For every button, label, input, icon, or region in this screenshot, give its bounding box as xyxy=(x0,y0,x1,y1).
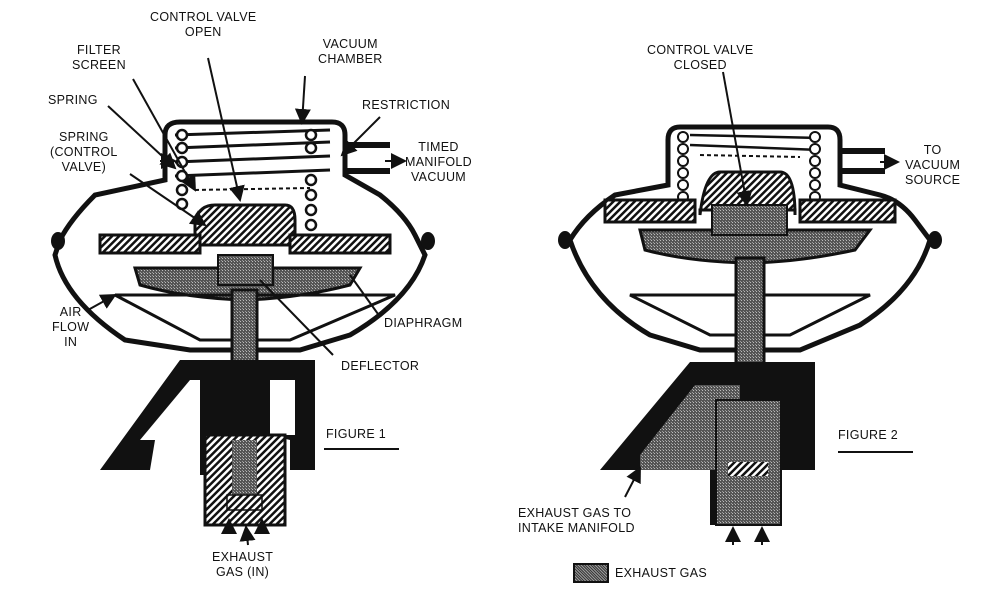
upper-plate-right xyxy=(288,233,392,255)
figure-2-underline xyxy=(838,451,913,453)
valve-pintle xyxy=(226,494,263,511)
label-control-valve-closed: CONTROL VALVE CLOSED xyxy=(647,43,754,72)
figure-1-title: FIGURE 1 xyxy=(326,427,387,441)
label-deflector: DEFLECTOR xyxy=(341,359,420,373)
label-exhaust-gas-to-intake: EXHAUST GAS TO INTAKE MANIFOLD xyxy=(518,506,635,535)
upper-plate-left xyxy=(603,198,697,224)
housing-outline xyxy=(567,124,933,353)
label-filter-screen: FILTER SCREEN xyxy=(72,43,126,72)
label-spring: SPRING xyxy=(48,93,98,107)
figure-1-underline xyxy=(324,448,399,450)
seat-passage xyxy=(232,440,257,495)
label-restriction: RESTRICTION xyxy=(362,98,451,112)
label-spring-control-valve: SPRING (CONTROL VALVE) xyxy=(50,130,118,174)
valve-pintle xyxy=(728,462,768,476)
flange-knob-left xyxy=(51,232,65,250)
base-cavity-right xyxy=(270,380,295,435)
lower-cone xyxy=(629,293,871,337)
figure-1-drawing xyxy=(51,57,435,546)
label-air-flow-in: AIR FLOW IN xyxy=(52,305,90,349)
upper-plate-right xyxy=(798,198,897,224)
figure-2-drawing xyxy=(558,71,942,545)
diaphragm-hub xyxy=(217,254,274,286)
main-spring xyxy=(174,128,331,178)
legend-label: EXHAUST GAS xyxy=(615,566,707,580)
control-valve-body xyxy=(193,203,297,247)
filter-screen xyxy=(194,187,311,191)
label-exhaust-gas-in: EXHAUST GAS (IN) xyxy=(212,550,274,579)
label-diaphragm: DIAPHRAGM xyxy=(384,316,463,330)
label-control-valve-open: CONTROL VALVE OPEN xyxy=(150,10,257,39)
main-spring xyxy=(689,133,821,152)
exhaust-in-arrow xyxy=(239,525,256,546)
base-cavity xyxy=(140,380,200,440)
label-timed-manifold-vacuum: TIMED MANIFOLD VACUUM xyxy=(405,140,472,184)
legend: EXHAUST GAS xyxy=(573,563,707,583)
exhaust-gas-swatch xyxy=(573,563,609,583)
label-vacuum-chamber: VACUUM CHAMBER xyxy=(318,37,383,66)
flange-knob-right xyxy=(928,231,942,249)
vacuum-outlet-top xyxy=(840,148,885,154)
figure-2-title: FIGURE 2 xyxy=(838,428,899,442)
label-to-vacuum-source: TO VACUUM SOURCE xyxy=(905,143,961,187)
flange-knob-left xyxy=(558,231,572,249)
vacuum-outlet-bottom xyxy=(840,168,885,174)
filter-screen xyxy=(699,154,801,158)
vacuum-outlet-bottom xyxy=(345,168,390,174)
housing-outline xyxy=(52,119,428,353)
diaphragm-hub xyxy=(711,204,788,236)
lower-cone xyxy=(114,293,396,342)
flange-knob-right xyxy=(421,232,435,250)
vacuum-outlet-top xyxy=(345,142,390,148)
upper-plate-left xyxy=(98,233,202,255)
spring-coils xyxy=(175,128,318,232)
